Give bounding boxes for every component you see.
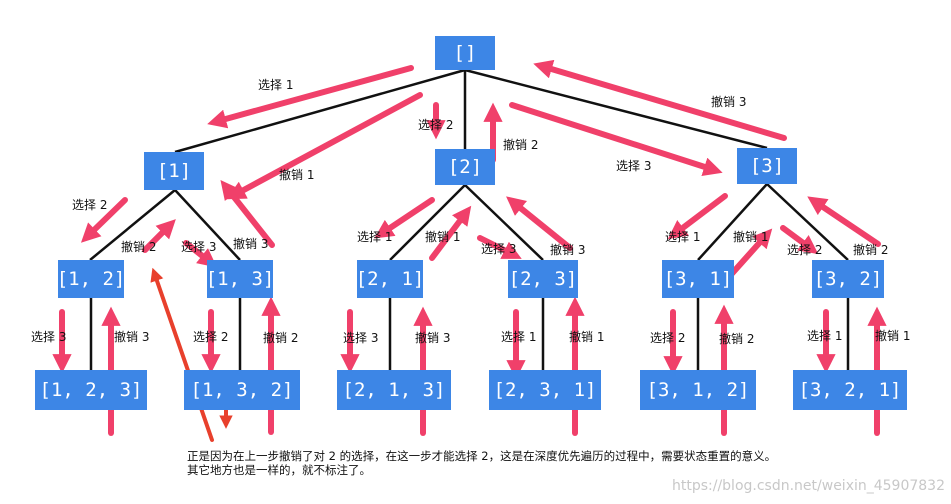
leaf-1-3-2: [1, 3, 2] [184,370,300,410]
node-1-3: [1, 3] [206,260,274,298]
node-2-1: [2, 1] [356,260,424,298]
arrow-n1-undo-2 [142,219,176,253]
node-2: [2] [435,149,495,185]
edge-2-21 [389,184,466,261]
label-n23-undo-1: 撤销 1 [569,330,605,344]
label-n3-undo-1: 撤销 1 [733,230,769,244]
label-undo-1-root: 撤销 1 [279,168,315,182]
arrow-n1-choose-3 [183,240,218,268]
arrow-n2-undo-1 [429,205,472,261]
explanation-note: 正是因为在上一步撤销了对 2 的选择，在这一步才能选择 2，这是在深度优先遍历的… [187,449,776,477]
arrow-undo-1-root [226,92,423,200]
edge-2-23 [464,184,544,261]
node-3-2: [3, 2] [812,260,884,298]
label-n32-choose-1: 选择 1 [807,329,843,343]
label-n1-undo-3: 撤销 3 [233,237,269,251]
label-undo-3-root: 撤销 3 [711,95,747,109]
label-n13-choose-2: 选择 2 [193,330,229,344]
label-n13-undo-2: 撤销 2 [263,331,299,345]
label-undo-2-root: 撤销 2 [503,138,539,152]
label-n2-undo-1: 撤销 1 [425,230,461,244]
label-n21-undo-3: 撤销 3 [415,331,451,345]
label-n2-choose-1: 选择 1 [357,230,393,244]
label-n3-choose-2: 选择 2 [787,243,823,257]
label-n12-choose-3: 选择 3 [31,330,67,344]
note-line-1: 正是因为在上一步撤销了对 2 的选择，在这一步才能选择 2，这是在深度优先遍历的… [187,449,777,463]
arrow-n2-undo-3 [506,196,573,251]
label-n12-undo-3: 撤销 3 [114,330,150,344]
label-n23-choose-1: 选择 1 [501,330,537,344]
label-n3-undo-2: 撤销 2 [853,243,889,257]
label-n21-choose-3: 选择 3 [343,331,379,345]
watermark: https://blog.csdn.net/weixin_45907832 [671,478,945,494]
node-2-3: [2, 3] [508,260,578,298]
node-1: [1] [144,152,204,190]
label-n1-choose-2: 选择 2 [72,198,108,212]
arrow-n3-choose-1 [667,193,728,240]
arrow-n1-choose-2 [80,197,128,243]
label-n31-undo-2: 撤销 2 [719,332,755,346]
label-n31-choose-2: 选择 2 [650,331,686,345]
arrow-choose-3-root [509,102,723,176]
edge-root-1 [174,68,466,154]
arrow-undo-3-root [533,59,787,141]
node-root: [] [435,36,495,70]
arrow-n3-choose-2 [780,225,819,255]
arrow-n1-undo-3 [220,179,275,248]
leaf-3-2-1: [3, 2, 1] [793,370,907,410]
edge-3-32 [766,183,849,261]
leaf-2-3-1: [2, 3, 1] [489,370,601,410]
label-n1-undo-2: 撤销 2 [121,240,157,254]
arrow-annotation-long [150,267,214,442]
label-n3-choose-1: 选择 1 [665,230,701,244]
label-n2-undo-3: 撤销 3 [550,243,586,257]
arrow-n3-undo-2 [807,196,881,247]
label-choose-3-root: 选择 3 [616,159,652,173]
node-1-2: [1, 2] [57,260,125,298]
node-3-1: [3, 1] [662,260,734,298]
label-n32-undo-1: 撤销 1 [875,329,911,343]
edge-root-3 [464,68,768,150]
leaf-2-1-3: [2, 1, 3] [337,370,451,410]
leaf-1-2-3: [1, 2, 3] [35,370,147,410]
label-choose-1-root: 选择 1 [258,78,294,92]
label-n2-choose-3: 选择 3 [481,242,517,256]
node-3: [3] [737,148,797,184]
arrow-n2-choose-3 [477,235,522,259]
edge-3-31 [697,183,768,261]
arrow-choose-1-root [207,65,414,129]
label-choose-2-root: 选择 2 [418,118,454,132]
edge-1-13 [174,189,241,261]
leaf-3-1-2: [3, 1, 2] [640,370,756,410]
arrow-n2-choose-1 [374,197,435,239]
note-line-2: 其它地方也是一样的，就不标注了。 [187,463,371,477]
edge-1-12 [89,189,176,261]
label-n1-choose-3: 选择 3 [181,240,217,254]
